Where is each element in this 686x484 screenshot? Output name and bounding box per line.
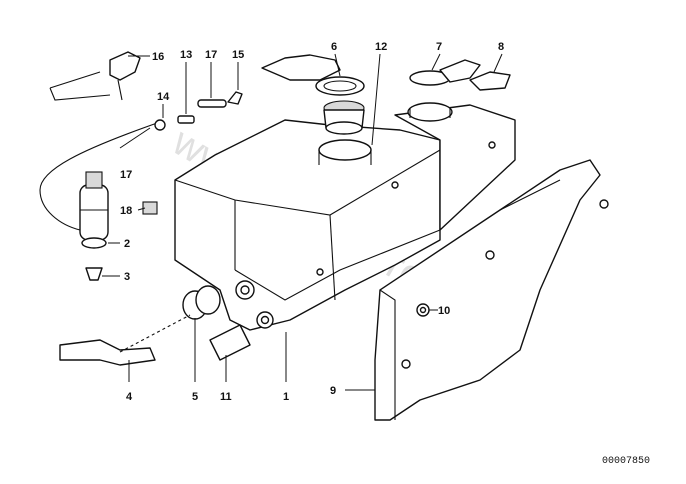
strainer-part-12 bbox=[323, 100, 365, 135]
callout-16: 16 bbox=[152, 51, 164, 63]
callout-7: 7 bbox=[436, 41, 442, 53]
elbow-part-15 bbox=[227, 91, 243, 105]
leader-lines bbox=[102, 53, 503, 391]
connector-part-13 bbox=[177, 115, 195, 124]
sensor-part-4 bbox=[59, 314, 191, 366]
nozzle-part-16 bbox=[109, 51, 141, 101]
callout-10: 10 bbox=[438, 305, 450, 317]
bracket-part-9 bbox=[374, 159, 609, 421]
callout-17-left: 17 bbox=[120, 169, 132, 181]
callout-15: 15 bbox=[232, 49, 244, 61]
callout-3: 3 bbox=[124, 271, 130, 283]
callout-8: 8 bbox=[498, 41, 504, 53]
callout-13: 13 bbox=[180, 49, 192, 61]
reservoir-part-1 bbox=[174, 119, 441, 331]
reservoir-extension bbox=[394, 102, 516, 231]
cap-part-7 bbox=[409, 59, 481, 86]
callout-18: 18 bbox=[120, 205, 132, 217]
callout-9: 9 bbox=[330, 385, 336, 397]
callout-12: 12 bbox=[375, 41, 387, 53]
callout-1: 1 bbox=[283, 391, 289, 403]
callout-14: 14 bbox=[157, 91, 170, 103]
callout-5: 5 bbox=[192, 391, 198, 403]
callout-11: 11 bbox=[220, 391, 232, 403]
hose-piece-part-17 bbox=[197, 99, 227, 108]
clip-part-18 bbox=[142, 201, 158, 215]
grommet-part-11 bbox=[209, 324, 251, 361]
callout-4: 4 bbox=[126, 391, 133, 403]
callout-6: 6 bbox=[331, 41, 337, 53]
cap-part-6 bbox=[261, 54, 365, 96]
pump-part-2 bbox=[79, 171, 109, 249]
seal-part-8 bbox=[469, 71, 511, 91]
grommet-part-3 bbox=[85, 267, 103, 281]
diagram-reference-code: 00007850 bbox=[602, 456, 650, 467]
callout-2: 2 bbox=[124, 238, 130, 250]
hose-part-17 bbox=[39, 71, 161, 231]
nut-part-14 bbox=[154, 119, 166, 131]
grommet-part-5 bbox=[182, 285, 221, 320]
bolt-part-10 bbox=[416, 303, 430, 317]
callout-17-top: 17 bbox=[205, 49, 217, 61]
